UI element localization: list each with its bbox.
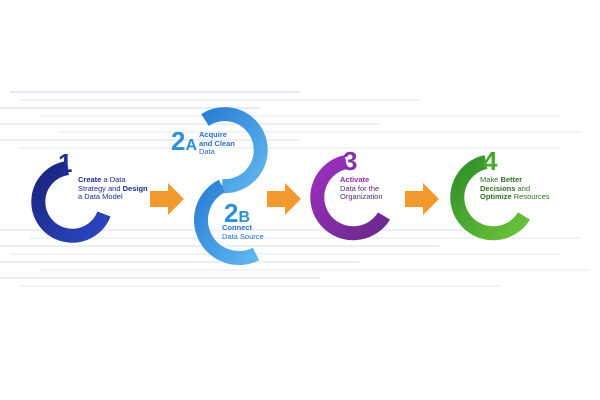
step-3-label: Activate Data for the Organization (340, 175, 383, 202)
step-2b-label: Connect Data Source (222, 223, 264, 241)
step-3-ring (310, 155, 390, 241)
arrow-right-icon (405, 183, 439, 215)
background-stripes (0, 91, 590, 287)
step-2b-ring (194, 179, 260, 265)
arrow-right-icon (267, 183, 301, 215)
step-1-label: Create a Data Strategy and Design a Data… (78, 175, 148, 202)
step-1-ring (31, 161, 111, 243)
step-4-label: Make Better Decisions and Optimize Resou… (480, 175, 550, 202)
step-1-number: 1 (58, 148, 73, 178)
step-3-number: 3 (343, 146, 358, 176)
arrow-right-icon (150, 183, 184, 215)
step-2b-number: 2B (224, 198, 251, 228)
step-2a-ring (201, 107, 268, 194)
step-2a-label: Acquire and Clean Data (199, 130, 235, 157)
step-4-ring (450, 155, 530, 241)
step-4-number: 4 (483, 146, 498, 176)
step-2a-number: 2A (171, 126, 198, 156)
